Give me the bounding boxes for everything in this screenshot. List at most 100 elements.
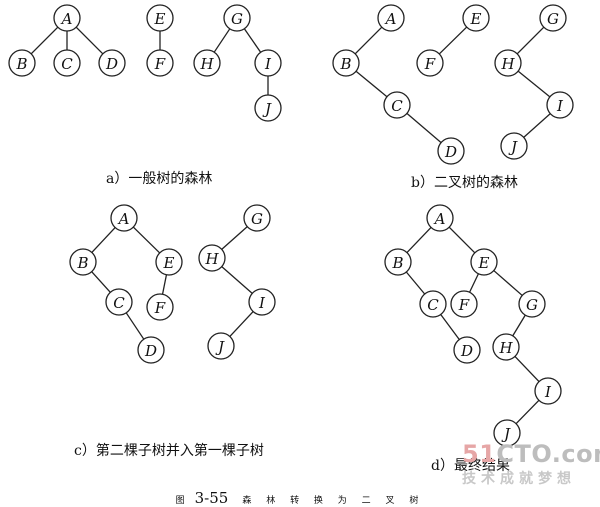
node-circle — [193, 49, 221, 77]
node-c-G: G — [243, 204, 271, 232]
node-label: C — [391, 97, 403, 115]
node-circle — [518, 290, 546, 318]
node-c-A: A — [110, 204, 138, 232]
node-label: H — [199, 55, 214, 73]
node-d-E: E — [470, 248, 498, 276]
node-circle — [470, 248, 498, 276]
edge-a-G-I — [243, 28, 262, 53]
node-c-B: B — [69, 248, 97, 276]
node-label: B — [76, 254, 88, 272]
node-c-D: D — [137, 336, 165, 364]
node-a-E: E — [146, 4, 174, 32]
edge-a-A-D — [75, 26, 104, 55]
edge-c-B-C — [91, 271, 111, 293]
edge-c-C-D — [125, 312, 145, 340]
node-circle — [426, 204, 454, 232]
node-label: I — [544, 383, 552, 401]
edge-b-C-D — [406, 112, 442, 144]
node-label: C — [61, 55, 73, 73]
node-circle — [332, 49, 360, 77]
node-d-F: F — [450, 290, 478, 318]
node-circle — [492, 333, 520, 361]
node-label: C — [113, 294, 125, 312]
node-c-J: J — [207, 332, 235, 360]
node-d-I: I — [534, 377, 562, 405]
edge-c-E-F — [161, 274, 168, 295]
node-circle — [546, 91, 574, 119]
edge-a-G-H — [213, 28, 231, 53]
node-label: E — [470, 10, 482, 28]
node-label: D — [144, 342, 157, 360]
node-label: F — [154, 55, 166, 73]
node-label: C — [427, 296, 439, 314]
edge-c-A-E — [132, 226, 161, 254]
edge-d-A-B — [406, 226, 432, 254]
node-label: H — [498, 339, 513, 357]
node-c-I: I — [248, 288, 276, 316]
watermark-slogan: 技术成就梦想 — [462, 471, 576, 487]
figure-title-text: 森 林 转 换 为 二 叉 树 — [242, 496, 425, 506]
edge-b-B-C — [355, 70, 388, 98]
node-circle — [146, 4, 174, 32]
node-label: F — [154, 299, 166, 317]
node-label: E — [163, 254, 175, 272]
node-d-D: D — [453, 336, 481, 364]
node-a-B: B — [8, 49, 36, 77]
node-a-F: F — [146, 49, 174, 77]
node-b-D: D — [437, 137, 465, 165]
node-circle — [450, 290, 478, 318]
edge-d-A-E — [448, 226, 476, 254]
node-label: A — [117, 210, 130, 228]
edge-c-G-H — [221, 226, 248, 250]
edge-c-H-I — [221, 266, 253, 294]
node-d-C: C — [419, 290, 447, 318]
node-circle — [207, 332, 235, 360]
node-label: J — [508, 138, 518, 156]
node-circle — [110, 204, 138, 232]
node-circle — [500, 132, 528, 160]
node-d-G: G — [518, 290, 546, 318]
node-b-F: F — [416, 49, 444, 77]
node-b-H: H — [494, 49, 522, 77]
node-circle — [383, 91, 411, 119]
node-circle — [254, 49, 282, 77]
node-circle — [462, 4, 490, 32]
edge-c-I-J — [229, 311, 254, 337]
edge-d-C-D — [440, 314, 460, 340]
node-label: B — [339, 55, 351, 73]
node-b-A: A — [377, 4, 405, 32]
edge-d-B-C — [405, 271, 426, 295]
node-label: A — [60, 10, 73, 28]
node-circle — [248, 288, 276, 316]
node-circle — [453, 336, 481, 364]
node-c-C: C — [105, 288, 133, 316]
node-d-H: H — [492, 333, 520, 361]
node-label: B — [391, 254, 403, 272]
node-label: F — [424, 55, 436, 73]
node-d-B: B — [384, 248, 412, 276]
node-circle — [146, 49, 174, 77]
node-label: F — [458, 296, 470, 314]
node-label: H — [500, 55, 515, 73]
node-circle — [8, 49, 36, 77]
node-label: H — [204, 250, 219, 268]
edge-d-G-H — [512, 314, 526, 337]
node-circle — [146, 293, 174, 321]
tree-panel-c: A B C D E F G H I J — [69, 204, 276, 364]
node-c-F: F — [146, 293, 174, 321]
node-label: J — [215, 338, 225, 356]
node-circle — [243, 204, 271, 232]
watermark-site: 51CTO.com — [462, 440, 600, 468]
node-label: E — [478, 254, 490, 272]
edge-b-A-B — [354, 26, 383, 55]
node-label: I — [264, 55, 272, 73]
node-label: G — [547, 10, 559, 28]
node-circle — [416, 49, 444, 77]
node-circle — [223, 4, 251, 32]
caption-a: a）一般树的森林 — [106, 171, 213, 187]
node-circle — [53, 4, 81, 32]
node-b-E: E — [462, 4, 490, 32]
node-circle — [254, 94, 282, 122]
node-circle — [534, 377, 562, 405]
